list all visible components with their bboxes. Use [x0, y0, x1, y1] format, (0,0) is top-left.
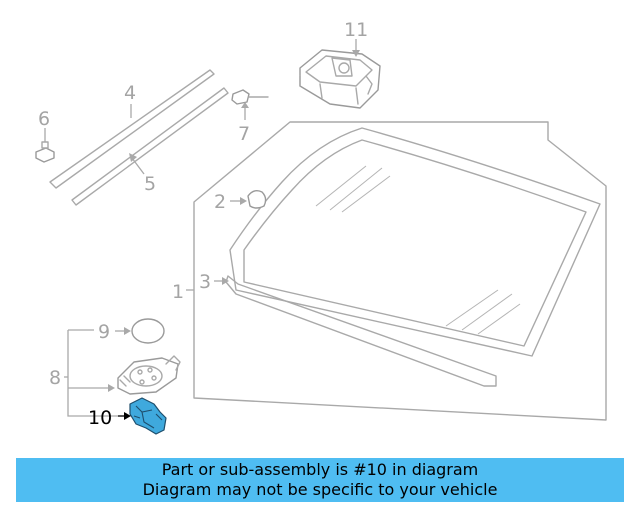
info-banner: Part or sub-assembly is #10 in diagram D… — [16, 458, 624, 502]
banner-line-1: Part or sub-assembly is #10 in diagram — [161, 460, 479, 479]
part-3-lower-molding[interactable] — [225, 275, 497, 387]
part-2-plug[interactable] — [247, 189, 267, 209]
part-9-pad[interactable] — [131, 318, 165, 344]
callout-9: 9 — [98, 321, 110, 343]
callout-8: 8 — [49, 367, 61, 389]
callout-6: 6 — [38, 108, 50, 130]
part-8-sensor-housing[interactable] — [117, 355, 181, 395]
part-5-trim-strip[interactable] — [71, 87, 229, 206]
part-1-windshield[interactable] — [193, 121, 607, 421]
part-4-trim-strip[interactable] — [49, 69, 215, 189]
part-7-fastener[interactable] — [231, 89, 269, 105]
parts-diagram: 11 4 5 6 7 1 — [35, 19, 607, 435]
callout-4: 4 — [124, 82, 136, 104]
callout-3: 3 — [199, 271, 211, 293]
part-6-clip[interactable] — [35, 141, 55, 163]
callout-7: 7 — [238, 123, 250, 145]
part-11-camera-module[interactable] — [299, 49, 381, 109]
callout-1: 1 — [172, 281, 184, 303]
callout-10: 10 — [88, 407, 112, 429]
banner-line-2: Diagram may not be specific to your vehi… — [142, 480, 498, 499]
part-10-bracket-highlighted[interactable] — [129, 397, 167, 435]
callout-5: 5 — [144, 173, 156, 195]
callout-2: 2 — [214, 191, 226, 213]
callout-11: 11 — [344, 19, 368, 41]
